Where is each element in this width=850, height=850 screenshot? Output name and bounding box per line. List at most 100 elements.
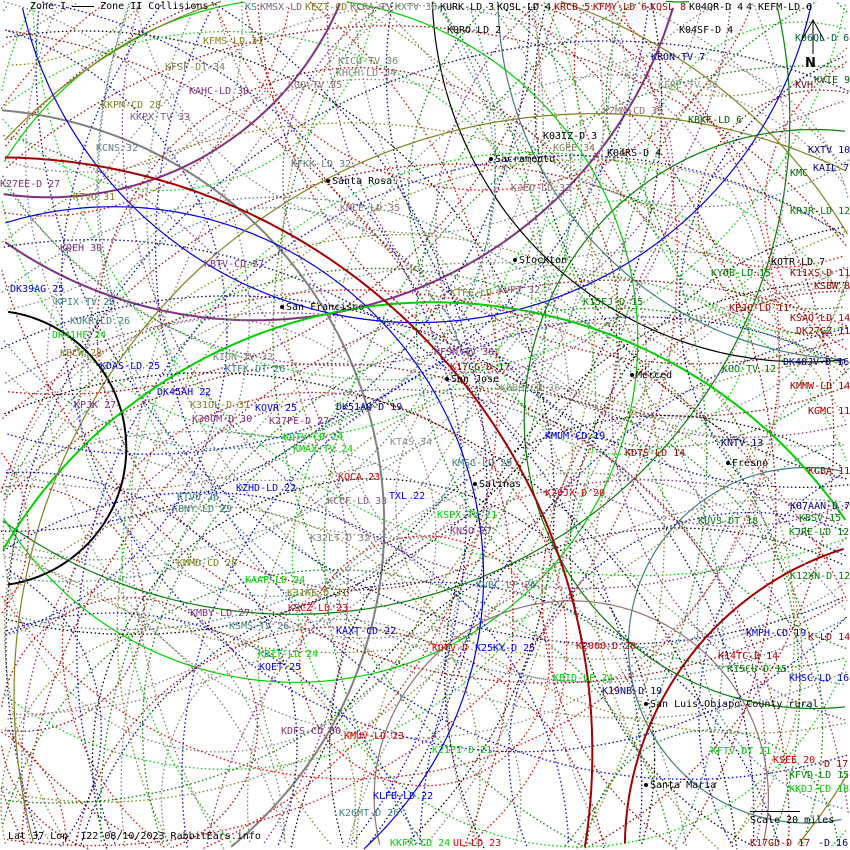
station-label[interactable]: KZHD-LD 22 (236, 483, 297, 494)
station-label[interactable]: 4 KEFM-LD 6 (746, 2, 813, 13)
station-label[interactable]: K32LT-D 32 (310, 533, 371, 544)
station-label[interactable]: KVH (795, 80, 814, 91)
station-label[interactable]: KKPM-CD 28 (101, 100, 162, 111)
station-label[interactable]: KJEO-LD 33 (511, 183, 572, 194)
station-label[interactable]: KFMY-LD 6 (593, 2, 648, 13)
station-label[interactable]: K31OL-D 31 (190, 400, 251, 411)
station-label[interactable]: DK27GZ 11 (796, 326, 850, 337)
station-label[interactable]: KS (245, 2, 258, 13)
station-label[interactable]: KMCE-LD 35 (340, 203, 401, 214)
station-label[interactable]: K17GD-D 17 (750, 838, 811, 849)
station-label[interactable]: KRCB 5 (554, 2, 591, 13)
station-label[interactable]: KDAS-LD 25 (100, 361, 161, 372)
station-label[interactable]: KMMD-CD 28 (177, 558, 238, 569)
station-label[interactable]: KGO-TV 12 (722, 364, 777, 375)
station-label[interactable]: K2000-D 20 (576, 641, 637, 652)
station-label[interactable]: KQEH 30 (60, 243, 103, 254)
station-label[interactable]: KPJK 27 (74, 400, 117, 411)
station-label[interactable]: KTVU 26 (177, 492, 220, 503)
station-label[interactable]: KQET 25 (259, 662, 302, 673)
station-label[interactable]: KZMM-CD 35 (603, 106, 664, 117)
station-label[interactable]: KURK-LD 3 (440, 2, 495, 13)
station-label[interactable]: TXL 22 (389, 491, 426, 502)
station-label[interactable]: -D 17 (818, 759, 849, 770)
station-label[interactable]: KMC (790, 168, 809, 179)
station-label[interactable]: KOTR-LD 7 (771, 257, 826, 268)
station-label[interactable]: KSCZ-LD 23 (288, 603, 349, 614)
station-label[interactable]: KEZT-CD (305, 2, 348, 13)
station-label[interactable]: KRON-TV 7 (651, 52, 706, 63)
station-label[interactable]: KFRE-TV 36 (658, 80, 719, 91)
station-label[interactable]: K06QL-D 6 (795, 33, 850, 44)
station-label[interactable]: DK40JV-D 16 (783, 357, 850, 368)
station-label[interactable]: KUKR-LD 26 (70, 316, 131, 327)
station-label[interactable]: KVIE 9 (814, 75, 850, 86)
station-label[interactable]: KBTV-CD 27 (204, 259, 265, 270)
station-label[interactable]: KMSG-LD 29 (452, 458, 513, 469)
station-label[interactable]: KCBA 11 (808, 466, 850, 477)
station-label[interactable]: KFVD-LD 15 (789, 770, 850, 781)
station-label[interactable]: DK51AQ-D 19 (336, 402, 403, 413)
station-label[interactable]: KMMW-LD 14 (790, 381, 850, 392)
station-label[interactable]: KHCH-LD 34 (336, 68, 397, 79)
station-label[interactable]: K15FJ-D 15 (583, 297, 644, 308)
station-label[interactable]: KAAP-LD 24 (245, 575, 306, 586)
station-label[interactable]: KNSO 27 (450, 526, 493, 537)
station-label[interactable]: KAXT-CD 22 (336, 626, 397, 637)
station-label[interactable]: KSPX-TV 21 (437, 510, 498, 521)
station-label[interactable]: KSMS-TV 26 (229, 621, 290, 632)
station-label[interactable]: KJRE-LD 12 (789, 527, 850, 538)
station-label[interactable]: K07AAN-D 7 (790, 501, 850, 512)
station-label[interactable]: KGPE 34 (553, 143, 596, 154)
station-label[interactable]: KTAS 34 (390, 437, 433, 448)
station-label[interactable]: KHSC-LD 16 (789, 673, 850, 684)
station-label[interactable]: KLFB-LD 22 (373, 791, 434, 802)
station-label[interactable]: KXTV 10 (808, 145, 850, 156)
station-label[interactable]: KSAO-LD 14 (790, 313, 850, 324)
station-label[interactable]: K12XN-D 12 (790, 571, 850, 582)
station-label[interactable]: KBCW 28 (60, 348, 103, 359)
station-label[interactable]: K27EE-D 27 (0, 179, 61, 190)
station-label[interactable]: KXTV 36 (395, 2, 438, 13)
station-label[interactable]: K04RS-D 4 (607, 148, 662, 159)
station-label[interactable]: DK45AH 22 (157, 387, 212, 398)
station-label[interactable]: KFTV-DT 21 (711, 746, 772, 757)
station-label[interactable]: KOVR 25 (255, 403, 298, 414)
station-label[interactable]: KGO-TV 35 (288, 80, 343, 91)
station-label[interactable]: KTVU 31 (73, 192, 116, 203)
station-label[interactable]: KVPT 32 (498, 285, 541, 296)
station-label[interactable]: KUVS-DT 18 (698, 516, 759, 527)
station-label[interactable]: K11XS-D 11 (790, 268, 850, 279)
station-label[interactable]: KQSL 8 (650, 2, 687, 13)
station-label[interactable]: K19NB-D 19 (602, 686, 663, 697)
station-label[interactable]: KRJR-LD 12 (790, 206, 850, 217)
station-label[interactable]: K15CU-D 15 (727, 664, 788, 675)
station-label[interactable]: KBID-LP 24 (553, 673, 614, 684)
station-label[interactable]: KFSF-DT 34 (165, 62, 226, 73)
station-label[interactable]: UL-LD 23 (453, 838, 502, 849)
station-label[interactable]: KNTV 13 (721, 438, 764, 449)
station-label[interactable]: KION-TV 32 (213, 352, 274, 363)
station-label[interactable]: KFKK-LD 32 (291, 159, 352, 170)
station-label[interactable]: KCNS 32 (96, 143, 139, 154)
station-label[interactable]: DK41HF 24 (52, 330, 107, 341)
station-label[interactable]: KSBW 8 (814, 281, 850, 292)
station-label[interactable]: K30OM-D 30 (192, 414, 253, 425)
station-label[interactable]: KDTV-D (432, 643, 469, 654)
station-label[interactable]: KMAX-TV 24 (293, 444, 354, 455)
station-label[interactable]: K21PI-D 21 (432, 745, 493, 756)
station-label[interactable]: KBNY-LD 29 (172, 504, 233, 515)
station-label[interactable]: K17CG-D 17 (450, 362, 511, 373)
station-label[interactable]: -D 16 (818, 838, 849, 849)
station-label[interactable]: KAHC-LD 30 (189, 86, 250, 97)
station-label[interactable]: KTFK-DT 26 (225, 364, 286, 375)
station-label[interactable]: KMSX-LD (260, 2, 303, 13)
station-label[interactable]: K03IZ-D 3 (543, 131, 598, 142)
station-label[interactable]: KYUB-LD 15 (711, 268, 772, 279)
station-label[interactable]: KVBC-LP 26 (476, 580, 537, 591)
station-label[interactable]: KDFS-CD 30 (281, 726, 342, 737)
station-label[interactable]: KPIX-TV 29 (55, 297, 116, 308)
station-label[interactable]: DK39AG 25 (10, 284, 65, 295)
station-label[interactable]: K20JX-D 20 (545, 488, 606, 499)
